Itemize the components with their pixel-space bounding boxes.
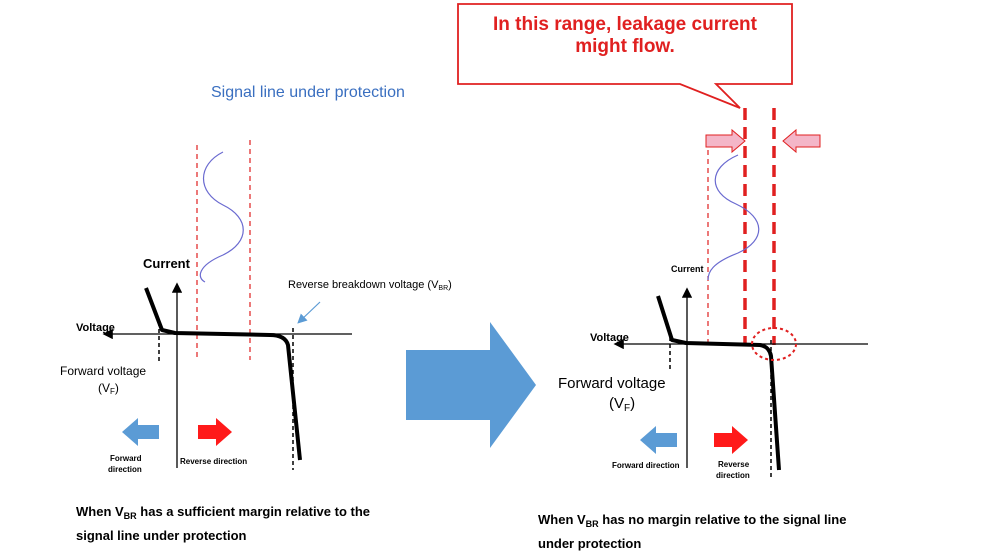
reverse-direction-label: Reverse [718, 460, 750, 469]
reverse-direction-arrow [714, 426, 748, 454]
forward-voltage-symbol: (VF) [98, 381, 119, 396]
forward-direction-label-2: direction [108, 465, 142, 474]
reverse-direction-arrow [198, 418, 232, 446]
transition-arrow [406, 322, 536, 448]
forward-voltage-label: Forward voltage [558, 375, 666, 392]
signal-line-label: Signal line under protection [211, 84, 405, 101]
leakage-callout: In this range, leakage current might flo… [457, 3, 793, 109]
forward-direction-arrow [640, 426, 677, 454]
signal-wave [707, 154, 760, 281]
voltage-label: Voltage [590, 332, 629, 344]
breakdown-pointer [297, 301, 321, 324]
callout-line-2: might flow. [575, 36, 675, 57]
forward-voltage-symbol: (VF) [609, 395, 635, 414]
forward-direction-label: Forward [110, 454, 142, 463]
current-label: Current [143, 256, 191, 271]
breakdown-label: Reverse breakdown voltage (VBR) [288, 279, 452, 292]
left-caption-line-2: signal line under protection [76, 528, 247, 543]
iv-curve [144, 287, 302, 461]
right-diagram: Current Voltage Forward voltage (VF) For… [538, 108, 868, 551]
leakage-highlight-ellipse [751, 327, 797, 361]
right-caption-line-2: under protection [538, 536, 641, 551]
callout-line-1: In this range, leakage current [493, 14, 758, 35]
reverse-direction-label: Reverse direction [180, 457, 247, 466]
forward-voltage-label: Forward voltage [60, 364, 146, 378]
forward-direction-arrow [122, 418, 159, 446]
voltage-label: Voltage [76, 322, 115, 334]
pink-arrow-left [782, 128, 821, 154]
right-caption-line-1: When VBR has no margin relative to the s… [538, 512, 846, 529]
pink-arrow-right [705, 128, 746, 154]
signal-wave [199, 151, 244, 283]
left-caption-line-1: When VBR has a sufficient margin relativ… [76, 504, 370, 521]
current-label: Current [671, 264, 704, 274]
left-diagram: Signal line under protection Current Vol… [60, 84, 452, 543]
reverse-direction-label-2: direction [716, 471, 750, 480]
forward-direction-label: Forward direction [612, 461, 680, 470]
